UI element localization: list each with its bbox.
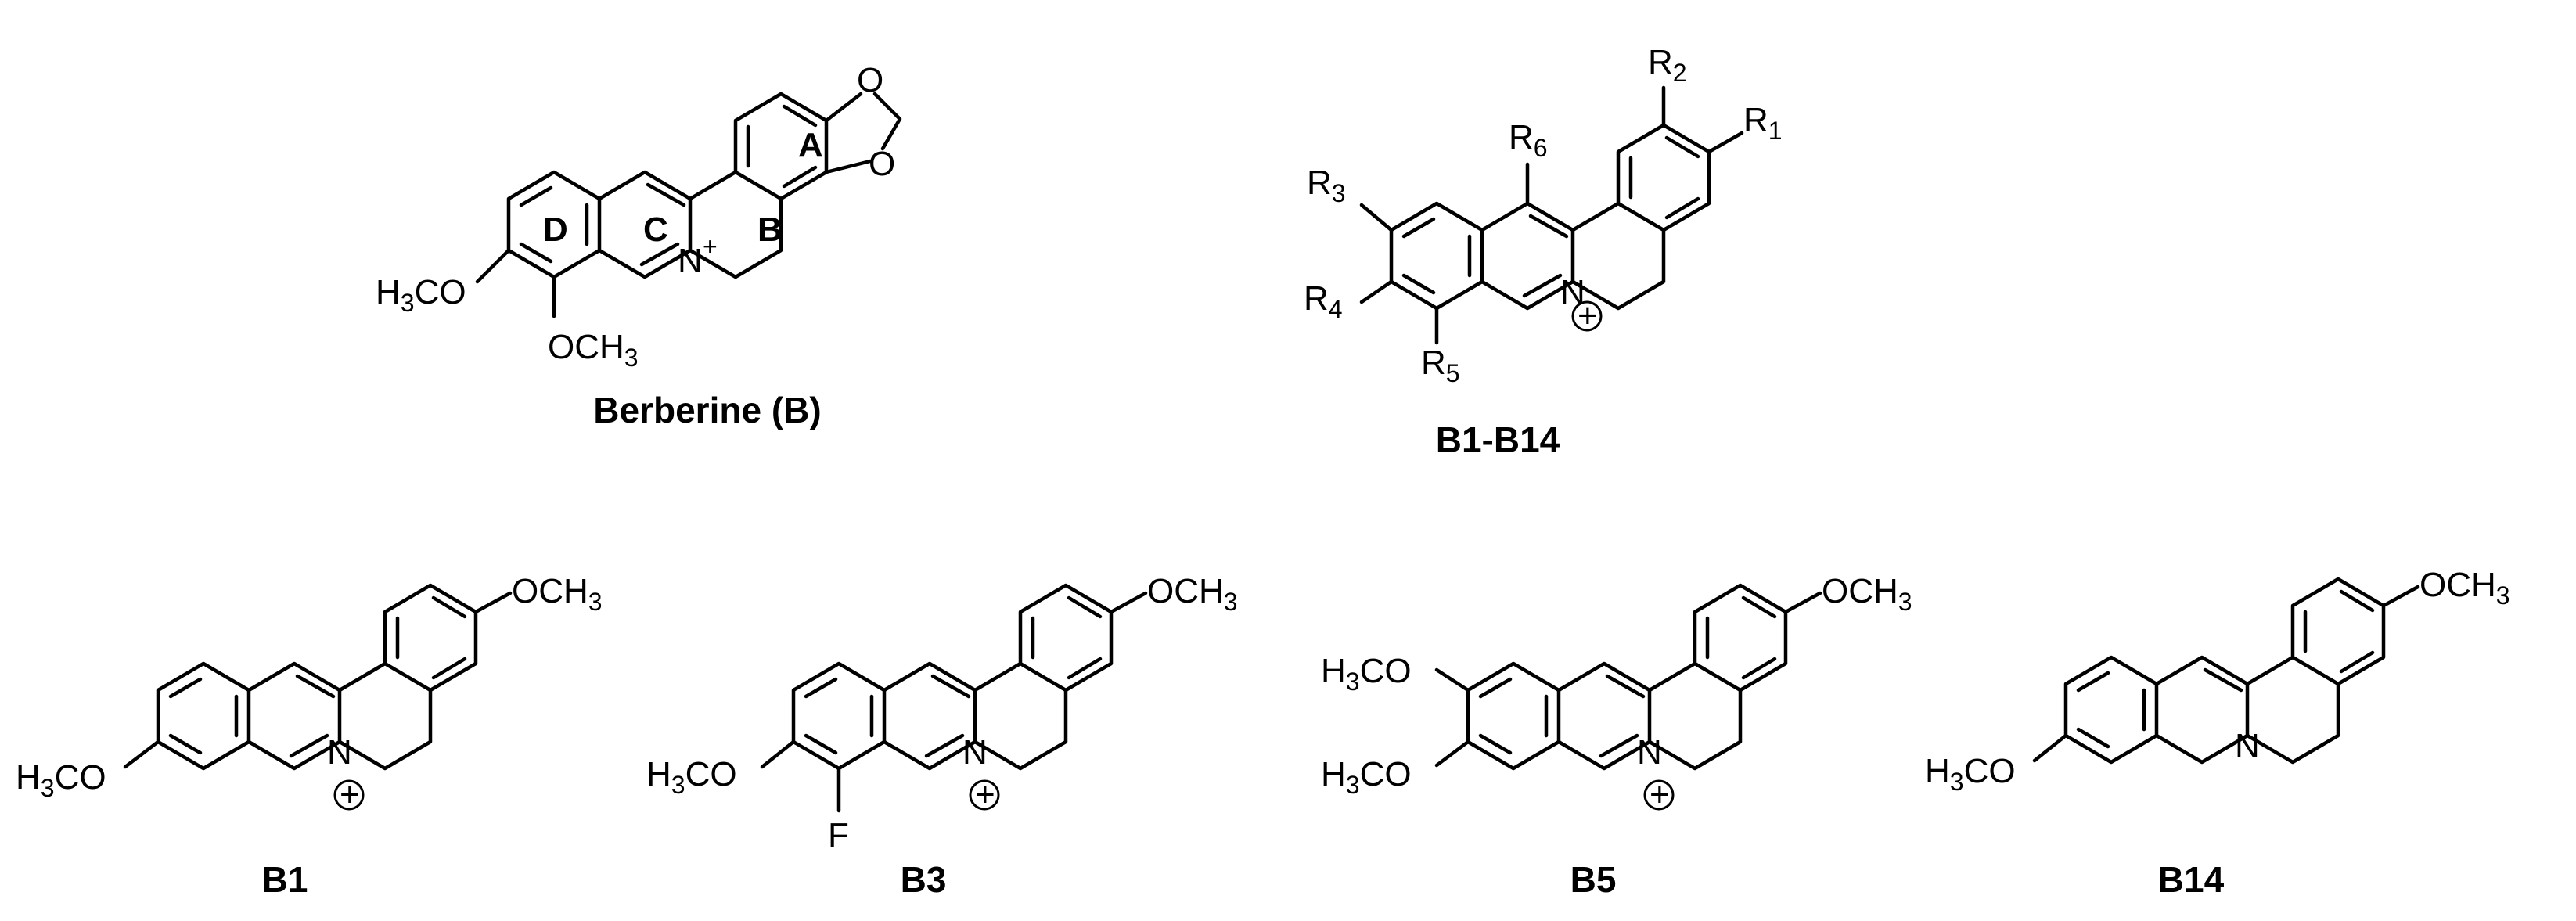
berberine-ring-b-label: B	[757, 210, 783, 249]
b5-methoxy-upper-left: H3CO	[1321, 652, 1412, 696]
b1-methoxy-left: H3CO	[16, 758, 106, 802]
b14-caption: B14	[2158, 859, 2225, 900]
generic-r5: R5	[1421, 344, 1460, 387]
b3-structure	[760, 583, 1148, 813]
b14-methoxy-right: OCH3	[2419, 566, 2510, 610]
b1-methoxy-right: OCH3	[512, 572, 603, 616]
b3-positive-charge: +	[975, 775, 995, 814]
berberine-nitrogen-charge: +	[703, 232, 718, 261]
berberine-ring-c-label: C	[643, 210, 668, 249]
b5-methoxy-lower-left: H3CO	[1321, 755, 1412, 799]
berberine-oxygen-2: O	[869, 145, 895, 183]
b14-methoxy-left: H3CO	[1925, 752, 2016, 796]
generic-caption: B1-B14	[1436, 419, 1560, 460]
generic-positive-charge-circle	[1571, 300, 1603, 332]
berberine-ring-d-label: D	[543, 210, 568, 249]
b3-methoxy-right: OCH3	[1147, 572, 1238, 616]
berberine-nitrogen: N	[678, 242, 703, 280]
generic-nitrogen: N	[1560, 273, 1585, 311]
berberine-methoxy-left: H3CO	[376, 273, 466, 317]
generic-b1-b14-structure	[1359, 85, 1744, 345]
b3-caption: B3	[901, 859, 947, 900]
generic-r1: R1	[1743, 101, 1783, 145]
generic-positive-charge: +	[1578, 297, 1598, 335]
b1-nitrogen: N	[327, 733, 352, 772]
b3-fluorine: F	[828, 816, 849, 854]
b1-structure	[123, 583, 513, 771]
generic-r6: R6	[1509, 118, 1548, 162]
b5-caption: B5	[1570, 859, 1617, 900]
berberine-structure	[475, 92, 902, 318]
b14-structure	[2032, 577, 2420, 765]
b1-positive-charge: +	[340, 775, 360, 814]
b3-positive-charge-circle	[969, 779, 1000, 811]
b1-caption: B1	[262, 859, 308, 900]
b5-structure	[1434, 583, 1822, 771]
b3-methoxy-left: H3CO	[646, 755, 737, 799]
berberine-ring-a-label: A	[798, 126, 823, 164]
berberine-methoxy-bottom: OCH3	[548, 328, 639, 372]
generic-r3: R3	[1307, 164, 1346, 207]
b5-methoxy-right: OCH3	[1822, 572, 1912, 616]
generic-r2: R2	[1648, 43, 1687, 87]
b14-nitrogen: N	[2235, 727, 2260, 765]
berberine-caption: Berberine (B)	[593, 390, 821, 430]
b5-nitrogen: N	[1637, 733, 1662, 772]
generic-r4: R4	[1304, 279, 1343, 323]
b3-nitrogen: N	[962, 733, 988, 772]
b5-positive-charge: +	[1650, 775, 1670, 814]
b1-positive-charge-circle	[333, 779, 365, 811]
b5-positive-charge-circle	[1643, 779, 1675, 811]
berberine-oxygen-1: O	[857, 61, 883, 99]
